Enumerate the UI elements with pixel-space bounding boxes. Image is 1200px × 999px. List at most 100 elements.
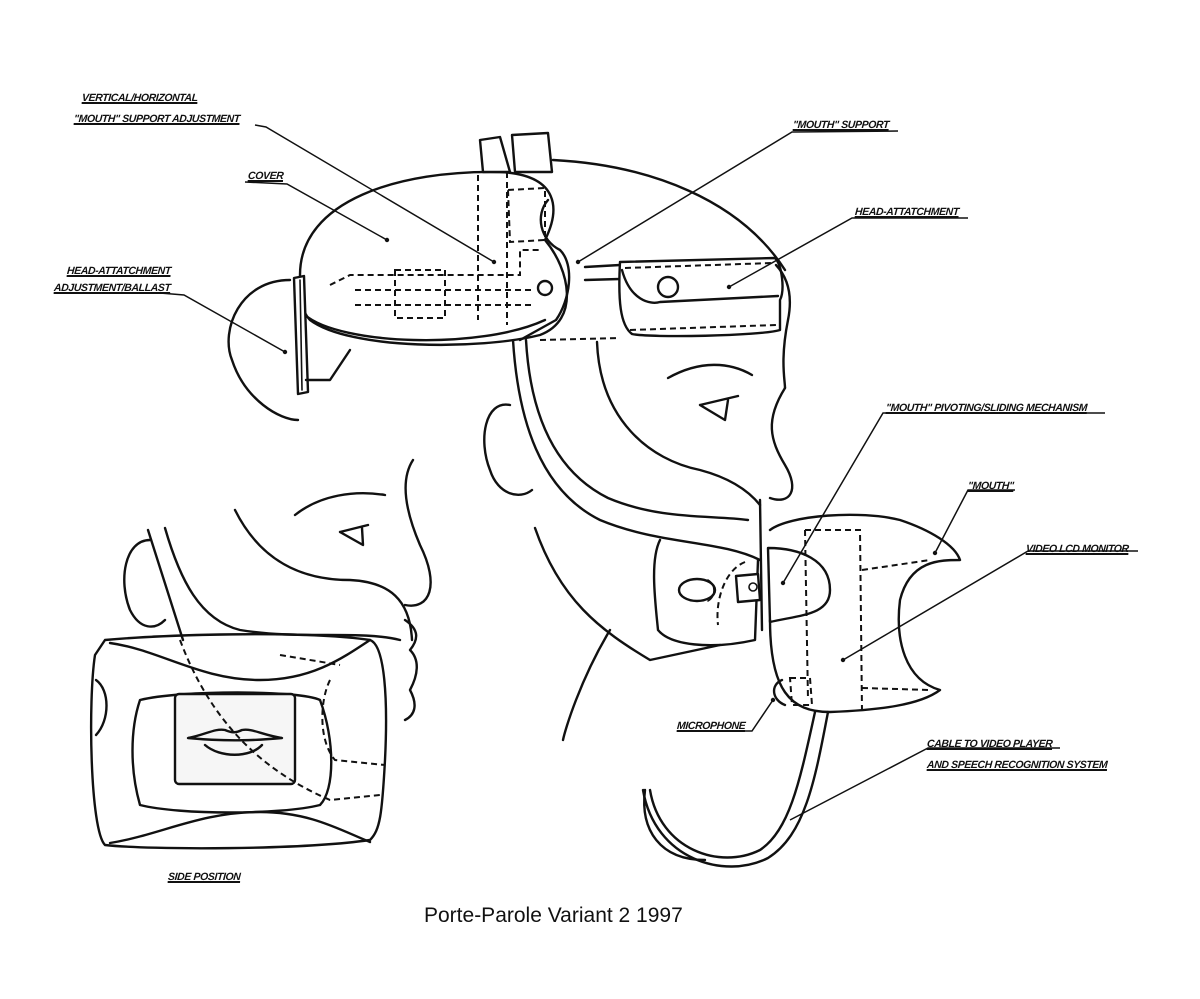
mouth-support-post-left <box>478 135 512 174</box>
leader-ballast <box>159 292 286 353</box>
leader-dot-ballast <box>282 349 288 355</box>
pivot-hidden-arc <box>716 561 746 626</box>
neck-front <box>561 628 612 742</box>
leader-microphone <box>677 699 774 732</box>
label-cover: COVER <box>247 170 284 182</box>
strap-upper <box>583 263 622 269</box>
skull-outline <box>551 158 787 272</box>
lips-upper <box>186 728 284 742</box>
side-monitor-top-curve <box>108 638 372 682</box>
leader-dot-microphone <box>770 697 776 703</box>
leader-pivoting <box>782 412 1105 584</box>
mouth-monitor-assembly <box>641 498 962 868</box>
lips-lower <box>203 743 264 756</box>
side-face-forehead <box>233 508 414 642</box>
chin-cup <box>652 538 760 647</box>
brow <box>666 363 754 380</box>
side-monitor-side-curve <box>94 678 108 737</box>
neck-lower <box>643 788 707 862</box>
side-face-brow <box>293 492 387 517</box>
label-cable-1: CABLE TO VIDEO PLAYER <box>926 738 1053 750</box>
pivoting-sliding-mechanism <box>766 546 832 624</box>
pivot-mount <box>734 572 762 604</box>
pivot-bolt <box>536 279 554 297</box>
side-ear <box>123 538 167 628</box>
mic-housing <box>772 678 787 707</box>
mouth-support-post-right <box>510 131 554 174</box>
leader-mouth-support-adjustment <box>254 124 495 263</box>
chin-pad <box>677 577 717 603</box>
buckle-stitch-top <box>624 262 773 269</box>
leader-dot-cover <box>384 237 390 243</box>
leader-head-attachment <box>728 217 968 288</box>
ear <box>483 403 534 497</box>
ballast-plate-inner <box>299 279 303 391</box>
side-position-view <box>89 458 432 850</box>
mouth-hidden-panel <box>804 529 863 713</box>
jaw <box>533 526 722 662</box>
neck-strap-inner <box>524 338 750 522</box>
label-video-lcd-monitor: VIDEO LCD MONITOR <box>1025 543 1130 555</box>
cable-inner <box>641 710 830 868</box>
side-hidden-arm <box>179 639 386 802</box>
internal-box <box>394 269 446 319</box>
label-head-attachment-adjustment-1: HEAD-ATTATCHMENT <box>66 265 172 277</box>
leader-dot-pivoting <box>780 580 786 586</box>
leader-monitor <box>842 550 1138 661</box>
buckle-stitch-bottom <box>629 324 777 331</box>
buckle-snap <box>656 275 680 299</box>
label-mouth-pivoting-mechanism: "MOUTH" PIVOTING/SLIDING MECHANISM <box>885 402 1088 414</box>
support-hidden-box <box>506 186 546 244</box>
headset-top <box>227 131 791 422</box>
label-vertical-horizontal: VERTICAL/HORIZONTAL <box>81 92 199 104</box>
cover-bottom-rim <box>303 313 547 342</box>
leader-dot-adjustment <box>491 259 497 265</box>
figure-caption: Porte-Parole Variant 2 1997 <box>424 904 683 927</box>
head-attachment-buckle <box>618 256 784 338</box>
main-head <box>483 158 794 862</box>
leader-mouth <box>934 489 1015 554</box>
mouth-hidden-bevel <box>861 559 931 691</box>
mouth-support-arm <box>518 198 571 342</box>
leader-mouth-support <box>577 130 899 263</box>
side-eye <box>338 523 370 547</box>
leader-dot-monitor <box>840 657 846 663</box>
label-microphone: MICROPHONE <box>676 720 746 732</box>
strap-hidden-line <box>539 337 621 341</box>
side-strap-2 <box>163 526 402 642</box>
side-strap-1 <box>146 528 185 642</box>
nose <box>768 386 794 501</box>
cover-shell <box>298 170 569 347</box>
label-head-attachment: HEAD-ATTATCHMENT <box>854 206 960 218</box>
label-mouth-support: "MOUTH" SUPPORT <box>792 119 890 131</box>
strap-lower <box>583 277 622 282</box>
label-cable-2: AND SPEECH RECOGNITION SYSTEM <box>926 759 1108 771</box>
internal-mechanism-upper <box>329 249 540 286</box>
ballast-dome <box>227 278 300 422</box>
label-side-position: SIDE POSITION <box>167 871 241 883</box>
mouth-support-rod <box>758 498 764 632</box>
label-mouth: "MOUTH" <box>967 480 1015 492</box>
leader-cover <box>244 181 388 241</box>
leader-dot-head-attachment <box>726 284 732 290</box>
label-head-attachment-adjustment-2: ADJUSTMENT/BALLAST <box>53 282 171 294</box>
pivot-pin <box>748 582 758 592</box>
strap-rear <box>774 263 791 390</box>
label-mouth-support-adjustment: "MOUTH" SUPPORT ADJUSTMENT <box>73 113 241 125</box>
face-profile <box>595 340 762 507</box>
ballast-bracket <box>304 348 352 382</box>
leader-lines <box>159 124 1138 821</box>
leader-cable <box>789 747 1060 821</box>
mic-hidden <box>788 677 814 706</box>
side-monitor-outer <box>89 633 388 850</box>
support-hidden-edge <box>477 172 508 325</box>
side-monitor-bottom-curve <box>108 810 372 845</box>
cable-outer <box>648 710 817 859</box>
neck-strap-outer <box>511 338 762 562</box>
eye <box>698 394 740 422</box>
side-nose <box>403 458 432 607</box>
chin-pad-detail <box>707 579 715 602</box>
leader-dot-mouth-support <box>575 259 581 265</box>
buckle-flap <box>620 268 780 304</box>
side-lips <box>403 618 418 722</box>
